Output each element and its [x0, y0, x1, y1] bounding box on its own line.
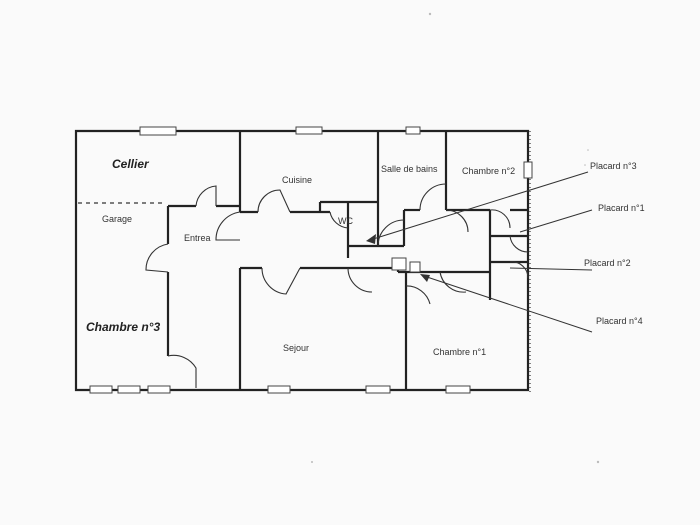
windows	[89, 126, 533, 394]
callout-leaders	[366, 171, 593, 333]
room-label-wc: WC	[338, 216, 353, 226]
room-label-sejour: Sejour	[283, 343, 309, 353]
room-label-entree: Entrea	[184, 233, 211, 243]
room-label-salle-de-bains: Salle de bains	[381, 164, 438, 174]
callout-placard-3: Placard n°3	[590, 161, 637, 171]
room-label-cuisine: Cuisine	[282, 175, 312, 185]
room-label-chambre-2: Chambre n°2	[462, 166, 515, 176]
room-label-chambre-3: Chambre n°3	[86, 320, 160, 334]
callout-placard-4: Placard n°4	[596, 316, 643, 326]
scan-noise	[311, 12, 600, 464]
doors	[145, 183, 529, 388]
room-label-garage: Garage	[102, 214, 132, 224]
callout-placard-1: Placard n°1	[598, 203, 645, 213]
callout-placard-2: Placard n°2	[584, 258, 631, 268]
room-label-chambre-1: Chambre n°1	[433, 347, 486, 357]
room-label-cellier: Cellier	[112, 157, 150, 171]
interior-walls	[78, 131, 528, 390]
